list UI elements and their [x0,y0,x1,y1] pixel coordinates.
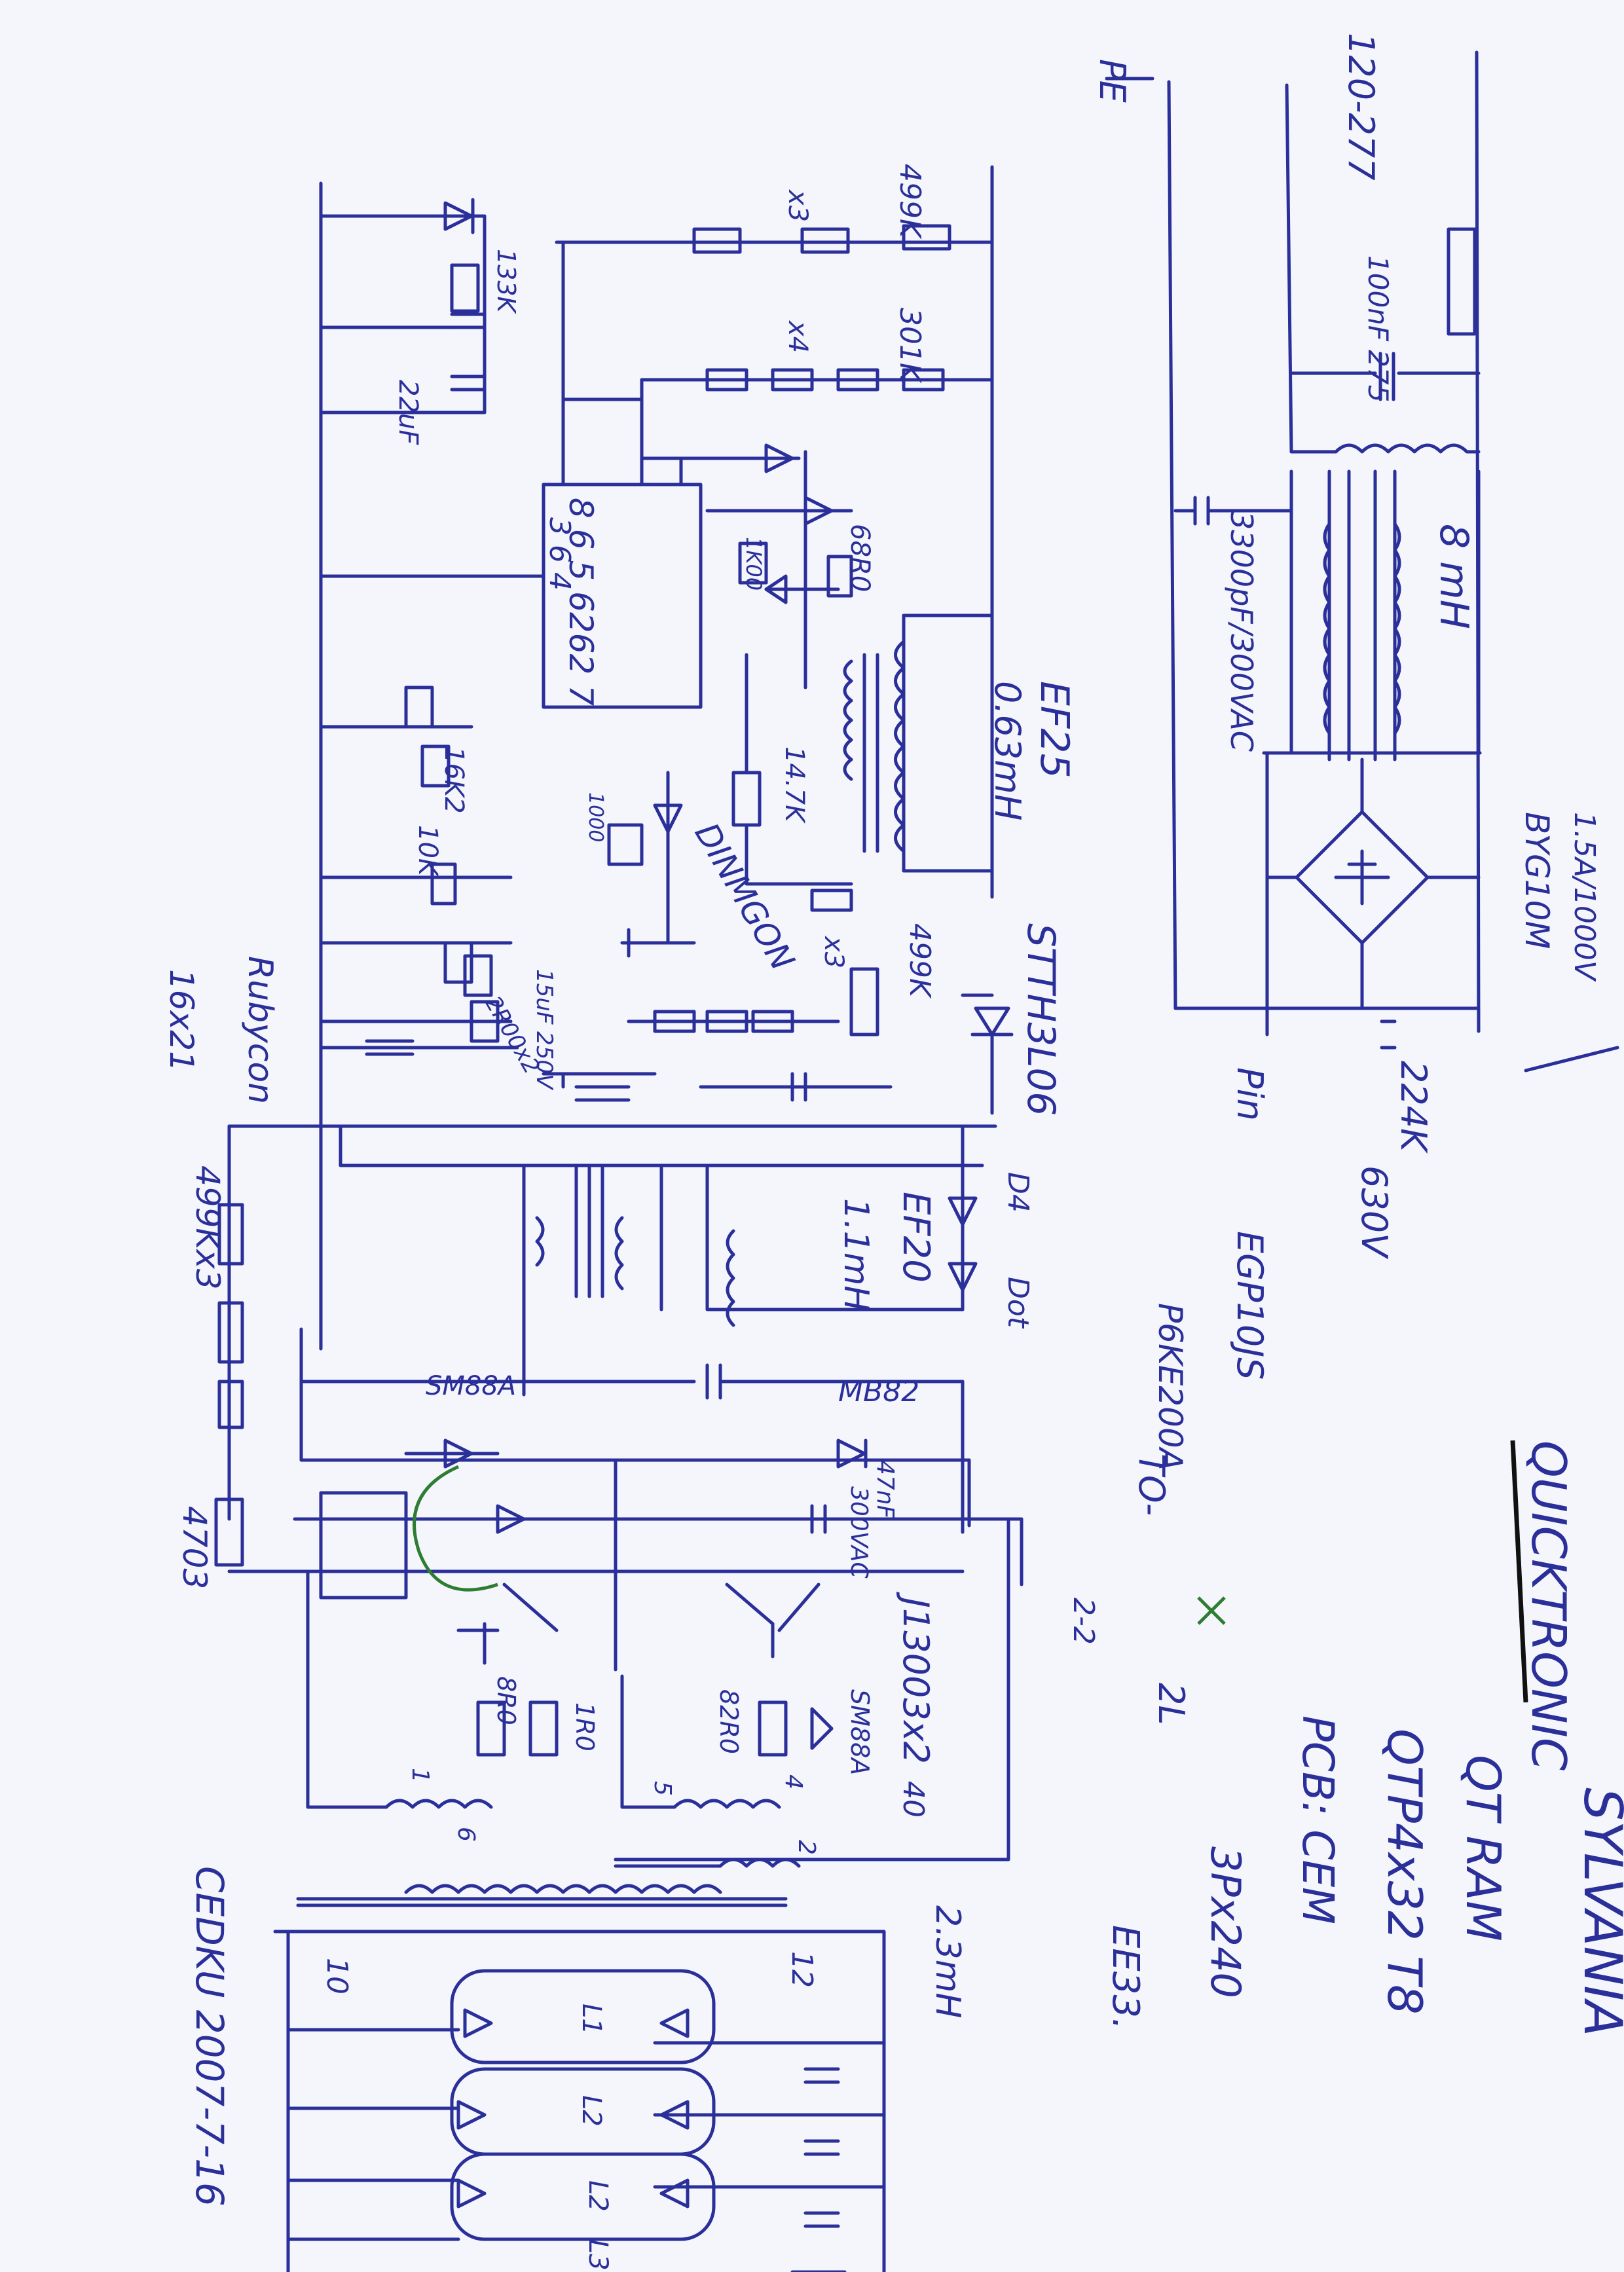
label-cap-3300pf: 3300pF/300VAC [1224,511,1259,752]
label-lamp-l1: L1 [576,2004,606,2035]
label-r68: 68R0 [845,524,875,592]
label-r499c: 499Kx3 [189,1165,227,1290]
pfc-control-section [319,165,1014,1351]
label-brand: SYLVANIA [1572,1787,1624,2037]
label-r16: 16K2 [439,746,469,814]
label-egp: EGP10JS [1229,1231,1270,1380]
label-r10: 10K [413,825,443,877]
label-r1r0: 1R0 [570,1702,599,1751]
label-ic: 8 6 5 6262 7 [562,498,600,706]
label-input-voltage: 120-277 [1340,33,1382,181]
label-dot: Dot [1001,1277,1035,1329]
label-mb82: MB82 [838,1375,919,1408]
label-rubycon: Rubycon [240,956,280,1104]
label-c1000: 1000 [584,792,607,842]
label-lamp-l3: L3 [583,2239,613,2271]
input-filter-section [1105,50,1619,1072]
label-winding-2: 2 [793,1840,820,1855]
label-2-2: 2-2 [1067,1598,1100,1645]
label-ef25-inductance: 0.63mH [987,681,1028,820]
label-r14: 14.7K [779,746,809,824]
label-pin12: 12 [785,1951,819,1988]
label-pin10: 10 [320,1958,354,1994]
label-to: TO- [1131,1454,1172,1516]
label-r499b: 499K [903,923,936,999]
label-ic-pins: 3 6 4 [543,517,576,591]
half-bridge-section [214,1124,1024,1868]
label-lamp-config: 3Px240 [1202,1846,1249,1998]
label-r133: 133K [492,249,521,315]
label-ef25: EF25 [1031,681,1077,779]
label-40: 40 [896,1781,930,1818]
label-r4703: 4703 [175,1506,213,1589]
label-pin: Pin [1229,1067,1270,1121]
labels: 120-277 PE 1.5A/1000V BYG10M 8 mH 100nF … [162,33,1624,2271]
label-manufacturer: DINMGON [688,816,802,977]
label-rubycon-size: 16x21 [162,969,200,1072]
label-p6ke: P6KE200A [1151,1303,1189,1471]
label-lamp-l2a: L2 [576,2095,606,2127]
label-lamp-l2b: L2 [583,2180,613,2212]
label-cap-100nf: 100nF 275 [1362,255,1394,402]
label-author-date: CEDKU 2007-7-16 [187,1866,232,2207]
label-ee33: EE33. [1104,1925,1147,2030]
label-transistors: J13003x2 [895,1592,936,1764]
label-winding-6: 6 [452,1827,479,1842]
green-cross-mark [1197,1596,1226,1625]
label-model1: QUICKTRONIC [1521,1440,1576,1771]
label-l23: 2.3mH [928,1905,967,2018]
label-sm88a: SM88A [426,1371,516,1401]
label-r-top1: 499K [893,164,927,240]
label-c630: 630V [1354,1165,1395,1260]
output-lamp-section [273,1884,886,2272]
label-ef20-inductance: 1.1mH [836,1198,876,1311]
label-model2: QT RAM [1456,1755,1511,1941]
label-fuse: 1.5A/1000V [1568,812,1601,982]
label-r-top2: 301K [893,308,927,384]
label-d4: D4 [1001,1172,1035,1213]
label-r499b-count: x3 [819,935,849,968]
label-r82r0: 82R0 [714,1689,743,1754]
label-inductor-8mh: 8 mH [1431,524,1477,629]
label-c22: 22uF [393,380,423,445]
label-sm88a-b: SM88A [845,1689,874,1775]
label-c47: 47nF [872,1460,898,1520]
strike-mark [1510,1440,1528,1703]
label-r8r0: 8R0 [492,1676,521,1725]
label-winding-1: 1 [407,1768,434,1783]
label-pcb: PCB: CEM [1293,1715,1343,1924]
label-r-top1-count: x3 [783,189,813,222]
label-r-top2-count: x4 [783,320,813,353]
label-pe: PE [1092,59,1133,103]
label-winding-5: 5 [649,1781,676,1796]
label-c300: 300VAC [845,1486,872,1579]
label-model3: QTP4x32 T8 [1377,1729,1432,2015]
label-bridge: BYG10M [1518,812,1556,949]
label-c224: 224K [1393,1061,1434,1154]
label-ef20: EF20 [895,1192,937,1283]
label-r1k: 1K00 [741,537,766,591]
label-winding-4: 4 [780,1774,807,1789]
green-annotation-arrow [413,1465,498,1592]
label-stth: STTH3L06 [1019,923,1063,1116]
label-cap15: 15uF 250V [531,969,557,1091]
label-to2: 2L [1151,1683,1192,1725]
